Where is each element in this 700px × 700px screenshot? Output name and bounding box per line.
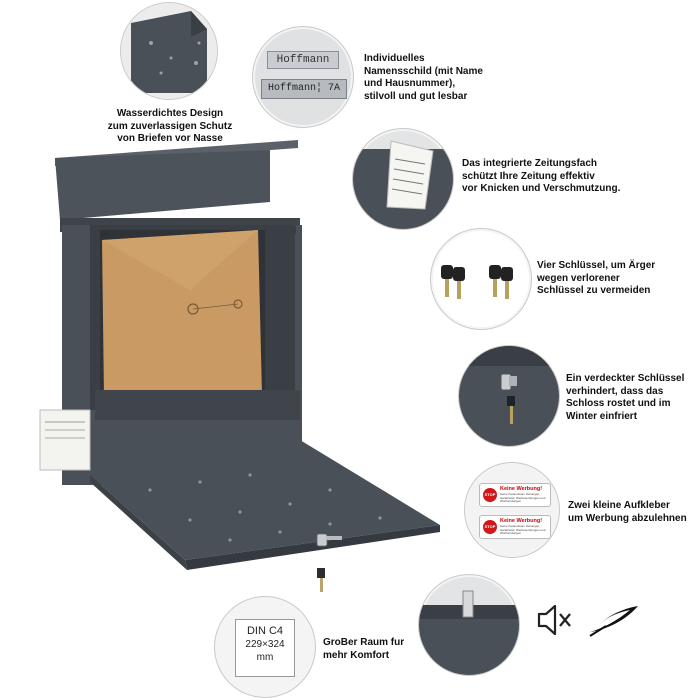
keys-detail-image	[430, 228, 532, 330]
sticker-top: STOP Keine Werbung! Keine Kostenlosen Ze…	[479, 483, 551, 507]
din-unit: mm	[256, 652, 274, 663]
mailbox-product-image	[30, 130, 450, 600]
key-pair-right	[489, 265, 513, 299]
mute-icon	[533, 600, 573, 640]
lock-detail-image	[458, 345, 560, 447]
nameplate-label-1: Hoffmann	[267, 51, 339, 69]
din-dimensions: 229×324	[245, 639, 285, 650]
stickers-caption: Zwei kleine Aufkleber um Werbung abzuleh…	[568, 500, 687, 524]
lock-caption: Ein verdeckter Schlüssel verhindert, das…	[566, 373, 685, 422]
stop-sign-icon: STOP	[483, 488, 497, 502]
nameplate-detail-image: Hoffmann Hoffmann¦ 7A	[252, 26, 354, 128]
feather-icon	[586, 600, 642, 640]
key-pair-left	[441, 265, 465, 299]
sticker-title: Keine Werbung!	[500, 486, 543, 492]
hinge-detail-image	[418, 574, 520, 676]
waterproof-detail-image	[120, 2, 218, 100]
din-c4-card: DIN C4 229×324 mm	[235, 619, 295, 677]
sticker-fine-print: Keine Kostenlosen Zeitungen, Handzettel,…	[500, 493, 546, 504]
keys-caption: Vier Schlüssel, um Ärger wegen verlorene…	[537, 260, 656, 296]
newspaper-caption: Das integrierte Zeitungsfach schützt Ihr…	[462, 158, 621, 194]
nameplate-label-2: Hoffmann¦ 7A	[261, 79, 347, 99]
space-caption: GroBer Raum fur mehr Komfort	[323, 637, 405, 661]
din-format: DIN C4	[246, 625, 284, 637]
waterproof-caption: Wasserdichtes Design zum zuverlassigen S…	[107, 108, 233, 144]
sticker-fine-print: Keine Kostenlosen Zeitungen, Handzettel,…	[500, 525, 546, 536]
stickers-detail-image: STOP Keine Werbung! Keine Kostenlosen Ze…	[464, 462, 560, 558]
sticker-title: Keine Werbung!	[500, 518, 543, 524]
newspaper-detail-image	[352, 128, 454, 230]
sticker-bottom: STOP Keine Werbung! Keine Kostenlosen Ze…	[479, 515, 551, 539]
size-detail-image: DIN C4 229×324 mm	[214, 596, 316, 698]
stop-sign-icon: STOP	[483, 520, 497, 534]
nameplate-caption: Individuelles Namensschild (mit Name und…	[364, 53, 483, 102]
